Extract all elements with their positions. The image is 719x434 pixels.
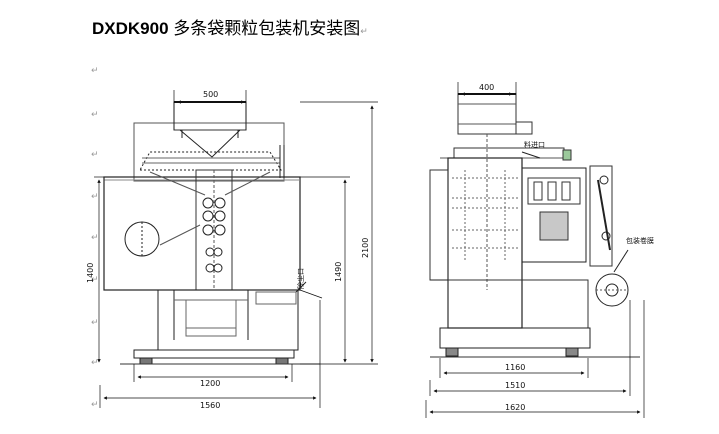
- title-text: 多条袋颗粒包装机安装图: [168, 19, 361, 38]
- dim-front-1490: 1490: [334, 262, 343, 282]
- dim-front-2100: 2100: [361, 238, 370, 258]
- dim-side-1620: 1620: [505, 403, 525, 412]
- title-paragraph-mark: ↵: [360, 26, 368, 36]
- paragraph-mark: ↵: [91, 233, 99, 243]
- dim-front-left: 1400: [86, 263, 95, 283]
- front-view: [103, 101, 320, 365]
- dim-side-1510: 1510: [505, 381, 525, 390]
- paragraph-mark: ↵: [91, 110, 99, 120]
- paragraph-mark: ↵: [91, 400, 99, 410]
- document-title: DXDK900 多条袋颗粒包装机安装图↵: [92, 14, 368, 39]
- label-film-roll: 包装卷膜: [626, 236, 654, 245]
- dim-front-1200: 1200: [200, 379, 220, 388]
- dim-front-top: 500: [203, 90, 218, 99]
- dim-side-top: 400: [479, 83, 494, 92]
- paragraph-mark: ↵: [91, 318, 99, 328]
- side-view-dimensions: [425, 82, 645, 418]
- paragraph-mark: ↵: [91, 192, 99, 202]
- dim-front-1560: 1560: [200, 401, 220, 410]
- label-material-inlet: 料进口: [524, 140, 545, 149]
- dim-side-1160: 1160: [505, 363, 525, 372]
- label-dust-port: 除尘口: [296, 268, 305, 289]
- paragraph-mark: ↵: [91, 150, 99, 160]
- paragraph-mark: ↵: [91, 66, 99, 76]
- title-model: DXDK900: [92, 19, 169, 38]
- side-view: [429, 93, 640, 358]
- paragraph-mark: ↵: [91, 275, 99, 285]
- front-view-dimensions: [94, 90, 378, 408]
- paragraph-mark: ↵: [91, 358, 99, 368]
